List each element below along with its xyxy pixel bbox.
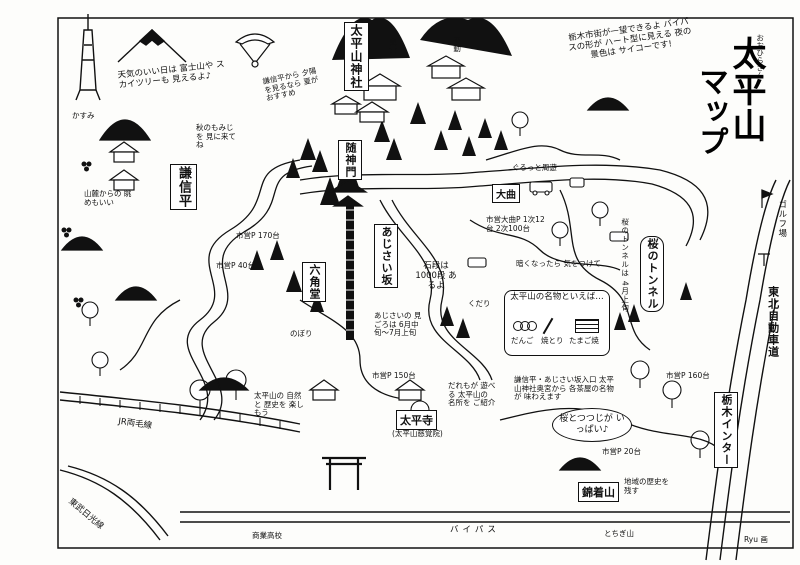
meibutsu-box: 太平山の名物といえば… だんご 焼とり たまご焼 [504, 290, 610, 356]
title-ruby: おおひらさん [755, 34, 765, 79]
ajisaizaka-label: あじさい坂 [374, 224, 398, 288]
sakura-tsutsuji-balloon: 桜とつつじが いっぱい♪ [552, 408, 632, 442]
shizen-note: 太平山の 自然と 歴史を 楽しもう [254, 391, 304, 418]
parking-20: 市営P 20台 [602, 447, 641, 456]
parking-omagari: 市営大曲P 1次12台 2次100台 [486, 215, 545, 233]
bypass-label: バイパス [450, 525, 500, 535]
kurai-note: 暗くなったら 気をつけて [516, 259, 601, 268]
oku-label: 奥宮 [388, 38, 398, 55]
kenshindaira-label: 謙信平 [170, 164, 197, 210]
map-title-line2: マップ [693, 66, 728, 156]
rokkakudo-label: 六角堂 [302, 262, 326, 302]
kinchakuyama-label: 錦着山 [578, 482, 619, 502]
zuishinmon-label: 随神門 [338, 140, 362, 180]
tamagoyaki-label: たまご焼 [569, 336, 599, 345]
parking-40: 市営P 40台 [216, 261, 255, 270]
north-arrow-icon [758, 253, 770, 266]
shrine-buildings [108, 55, 487, 401]
school-label: 商業高校 [252, 531, 282, 540]
map-title-line1: 太平山 [726, 36, 766, 144]
parking-170: 市営P 170台 [236, 231, 280, 240]
kinchakuyama-note: 地域の歴史を残す [624, 477, 669, 495]
mt-fuji-icon [117, 29, 187, 63]
fudo-label: 不動 [452, 36, 462, 53]
hill-icons [60, 97, 630, 471]
kasumi-label: かすみ [72, 111, 95, 120]
meibutsu-title: 太平山の名物といえば… [510, 292, 604, 302]
sakura-note: 桜のトンネルは 4月上旬 [620, 218, 630, 313]
tobu-nikko-line [59, 465, 169, 541]
dare-note: だれもが 遊べる 太平山の 名所を ご紹介 [448, 381, 496, 408]
nobori-label: のぼり [290, 329, 313, 338]
bypass-road [180, 511, 790, 523]
taiheiji-sub: (太平山慈覚院) [392, 429, 443, 438]
route-label: ぐるっと周遊 [512, 163, 557, 172]
parking-160: 市営P 160台 [666, 371, 710, 380]
tochigi-ic-label: 栃木インター [714, 392, 738, 468]
skytree-icon [75, 14, 101, 101]
dango-icon [513, 319, 537, 333]
ajisai-bloom-note: あじさいの 見ごろは 6月中旬〜7月上旬 [374, 311, 422, 338]
sakura-tunnel-label: 桜のトンネル [640, 236, 664, 312]
golf-flag-icon [761, 189, 774, 208]
expressway-label: 東北自動車道 [766, 286, 780, 358]
grape-icons [61, 161, 92, 308]
parking-150: 市営P 150台 [372, 371, 416, 380]
yakitori-label: 焼とり [541, 336, 564, 345]
map-frame [57, 17, 794, 549]
kudari-label: くだり [468, 299, 491, 308]
torii-icon [322, 456, 366, 490]
sanroku-note: 山麓からの 眺めもいい [84, 189, 132, 207]
tochigi-label: とちぎ山 [604, 529, 634, 538]
taiheizan-jinja-label: 太平山神社 [344, 22, 369, 91]
shops-note: 謙信平・あじさい坂入口 太平山神社奥宮から 各茶屋の名物が 味わえます [514, 375, 614, 402]
yakitori-icon [542, 317, 554, 335]
omagari-label: 大曲 [492, 184, 520, 203]
tamagoyaki-icon [575, 319, 599, 333]
pagoda-icon [328, 179, 368, 207]
artist-signature: Ryu 画 [744, 535, 768, 544]
car-icons [467, 177, 629, 268]
golf-label: ゴルフ場 [776, 200, 787, 238]
dango-label: だんご [511, 336, 534, 345]
paraglider-icon [234, 33, 276, 68]
momiji-note: 秋のもみじを 見に来てね [196, 123, 236, 150]
taiheiji-label: 太平寺 [396, 410, 437, 430]
expressway-road [705, 179, 791, 561]
stairs-note: 石段は 1000段 あるよ [415, 261, 457, 291]
